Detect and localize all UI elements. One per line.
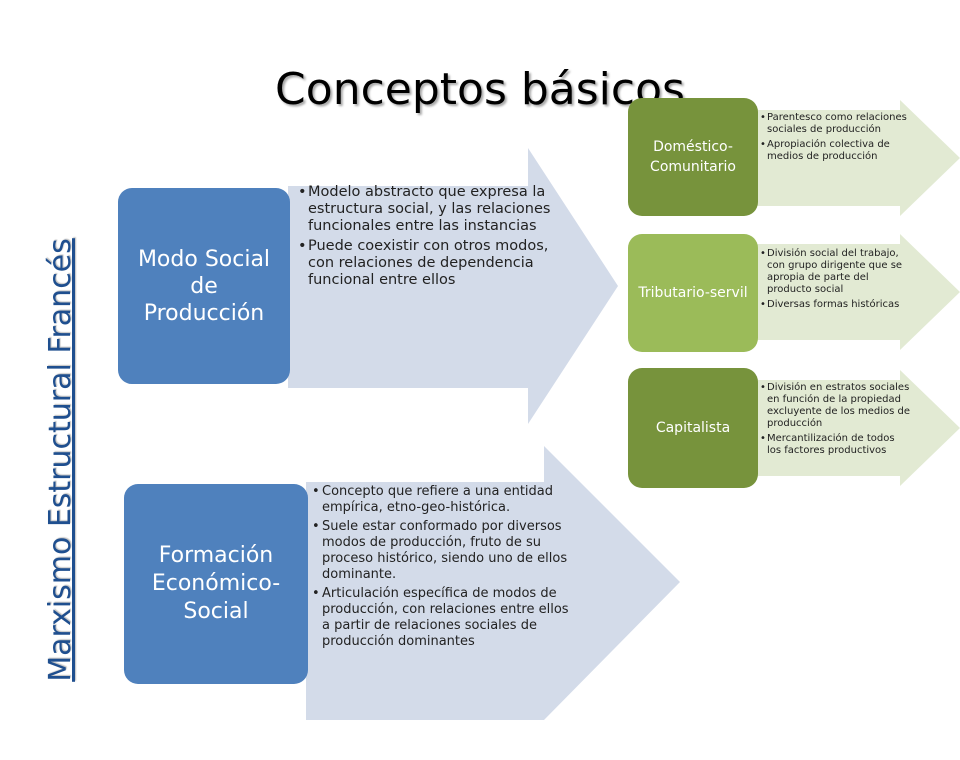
tributario-label: Tributario-servil — [638, 285, 748, 301]
formacion-box: Formación Económico-Social — [124, 484, 308, 684]
tributario-item-2: Diversas formas históricas — [760, 299, 916, 311]
domestico-label: Doméstico-Comunitario — [650, 139, 736, 175]
modo-list: Modelo abstracto que expresa la estructu… — [298, 184, 563, 292]
modo-box: Modo Social de Producción — [118, 188, 290, 384]
side-title: Marxismo Estructural Francés — [43, 238, 78, 682]
capitalista-list: División en estratos sociales en función… — [760, 382, 910, 460]
formacion-label: Formación Económico-Social — [151, 543, 281, 624]
domestico-item-2: Apropiación colectiva de medios de produ… — [760, 139, 910, 163]
formacion-item-1: Concepto que refiere a una entidad empír… — [312, 484, 578, 516]
tributario-box: Tributario-servil — [628, 234, 758, 352]
capitalista-box: Capitalista — [628, 368, 758, 488]
capitalista-item-2: Mercantilización de todos los factores p… — [760, 433, 910, 457]
modo-item-2: Puede coexistir con otros modos, con rel… — [298, 238, 563, 289]
capitalista-label: Capitalista — [655, 420, 731, 436]
domestico-item-1: Parentesco como relaciones sociales de p… — [760, 112, 910, 136]
slide-title: Conceptos básicos — [275, 64, 685, 115]
capitalista-item-1: División en estratos sociales en función… — [760, 382, 910, 430]
domestico-list: Parentesco como relaciones sociales de p… — [760, 112, 910, 166]
tributario-item-1: División social del trabajo, con grupo d… — [760, 248, 916, 296]
modo-label: Modo Social de Producción — [137, 246, 271, 326]
tributario-list: División social del trabajo, con grupo d… — [760, 248, 916, 314]
formacion-list: Concepto que refiere a una entidad empír… — [312, 484, 578, 653]
formacion-item-2: Suele estar conformado por diversos modo… — [312, 519, 578, 583]
domestico-box: Doméstico-Comunitario — [628, 98, 758, 216]
formacion-item-3: Articulación específica de modos de prod… — [312, 586, 578, 650]
modo-item-1: Modelo abstracto que expresa la estructu… — [298, 184, 563, 235]
